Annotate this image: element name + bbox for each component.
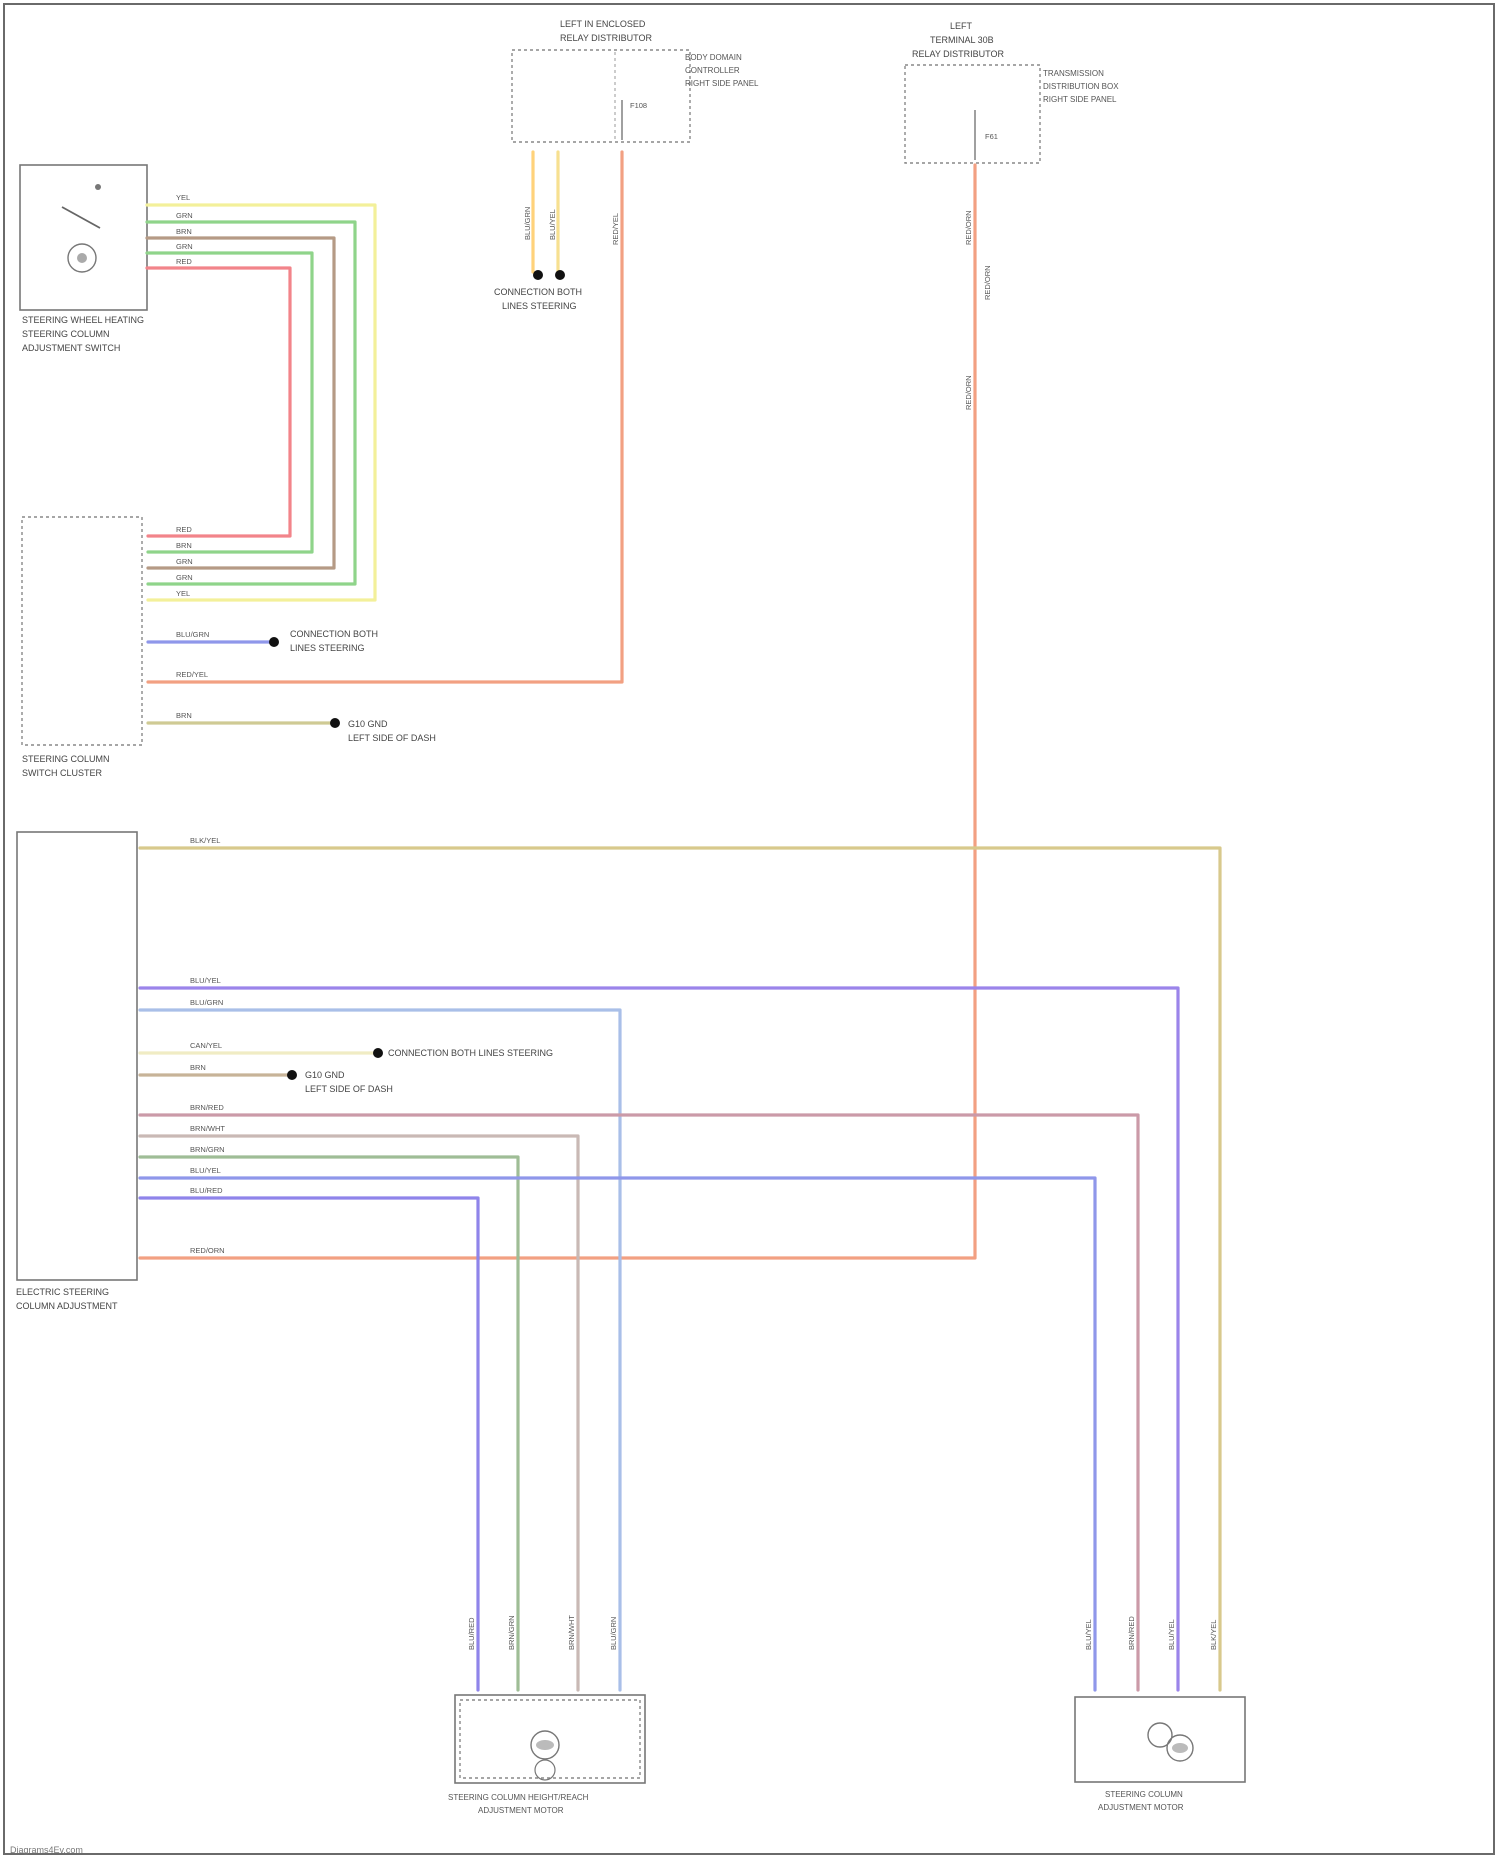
right-relay-side-1: TRANSMISSION: [1043, 69, 1104, 78]
wire-label-sw-4: GRN: [176, 242, 193, 251]
top-relay-label-2: RELAY DISTRIBUTOR: [560, 33, 653, 43]
scs-label-2: SWITCH CLUSTER: [22, 768, 103, 778]
splice-dot-top-2: [555, 270, 565, 280]
wire-label-mr-2: BRN/RED: [1127, 1616, 1136, 1650]
top-relay-side-2: CONTROLLER: [685, 66, 740, 75]
right-motor-label-2: ADJUSTMENT MOTOR: [1098, 1803, 1184, 1812]
wire-label-ecs-9: BLU/GRN: [190, 998, 223, 1007]
wire-label-ecs-8: BLU/YEL: [190, 976, 221, 985]
height-reach-adjustment-motor: STEERING COLUMN HEIGHT/REACH ADJUSTMENT …: [448, 1695, 645, 1815]
wire-label-ml-3: BRN/WHT: [567, 1615, 576, 1650]
wire-ecs-pin16: [140, 1198, 478, 1690]
ground-ecs-can-label: CONNECTION BOTH LINES STEERING: [388, 1048, 553, 1058]
wire-ecs-pin8: [140, 988, 1178, 1690]
wire-ecs-pin14: [140, 1157, 518, 1690]
wire-label-ecs-pwr: RED/ORN: [190, 1246, 225, 1255]
wire-label-ml-1: BLU/RED: [467, 1617, 476, 1650]
wire-label-ecs-1: BLK/YEL: [190, 836, 220, 845]
wire-label-mr-1: BLU/YEL: [1084, 1619, 1093, 1650]
wire-ecs-pin12: [140, 1115, 1138, 1690]
ground-ecs-gnd-label-2: LEFT SIDE OF DASH: [305, 1084, 393, 1094]
ground-dot-scs: [330, 718, 340, 728]
wire-label-right-v3: RED/ORN: [964, 375, 973, 410]
wire-label-ecs-11: BRN: [190, 1063, 206, 1072]
wire-right-power: [140, 165, 975, 1258]
ground-ecs-gnd-label-1: G10 GND: [305, 1070, 345, 1080]
right-relay-label-2: TERMINAL 30B: [930, 35, 994, 45]
wire-label-scs-3: GRN: [176, 557, 193, 566]
steering-wheel-switch: STEERING WHEEL HEATING STEERING COLUMN A…: [20, 165, 147, 353]
wire-label-right-v1: RED/ORN: [964, 210, 973, 245]
right-relay-side-3: RIGHT SIDE PANEL: [1043, 95, 1117, 104]
scs-label-1: STEERING COLUMN: [22, 754, 110, 764]
wire-switch-green-2: [147, 253, 312, 552]
splice-dot-top-1: [533, 270, 543, 280]
wire-label-ml-4: BLU/GRN: [609, 1617, 618, 1650]
wire-label-ecs-14: BRN/GRN: [190, 1145, 225, 1154]
ground-top-label-1: CONNECTION BOTH: [494, 287, 582, 297]
wire-label-ecs-16: BLU/RED: [190, 1186, 223, 1195]
wire-ecs-pin13: [140, 1136, 578, 1690]
steering-column-switch-cluster: STEERING COLUMN SWITCH CLUSTER: [22, 517, 142, 778]
wire-label-ecs-12: BRN/RED: [190, 1103, 224, 1112]
wire-label-mr-4: BLK/YEL: [1209, 1620, 1218, 1650]
wire-label-scs-5: YEL: [176, 589, 190, 598]
ground-dot-ecs: [287, 1070, 297, 1080]
switch-label-1: STEERING WHEEL HEATING: [22, 315, 144, 325]
right-relay-distributor: LEFT TERMINAL 30B RELAY DISTRIBUTOR TRAN…: [905, 21, 1119, 163]
wire-label-sw-3: BRN: [176, 227, 192, 236]
splice-dot-ecs-can: [373, 1048, 383, 1058]
right-motor-label-1: STEERING COLUMN: [1105, 1790, 1183, 1799]
switch-label-3: ADJUSTMENT SWITCH: [22, 343, 120, 353]
wire-label-top-v3: RED/YEL: [611, 213, 620, 245]
ground-top-label-2: LINES STEERING: [502, 301, 577, 311]
top-relay-side-3: RIGHT SIDE PANEL: [685, 79, 759, 88]
wire-label-ml-2: BRN/GRN: [507, 1615, 516, 1650]
right-relay-side-2: DISTRIBUTION BOX: [1043, 82, 1119, 91]
wire-ecs-pin15: [140, 1178, 1095, 1690]
column-adjustment-motor: STEERING COLUMN ADJUSTMENT MOTOR: [1075, 1697, 1245, 1812]
ecs-label-1: ELECTRIC STEERING: [16, 1287, 109, 1297]
wire-label-scs-2: BRN: [176, 541, 192, 550]
ecs-label-2: COLUMN ADJUSTMENT: [16, 1301, 118, 1311]
wire-label-scs-can: BLU/GRN: [176, 630, 209, 639]
ground-scs-gnd-label-1: G10 GND: [348, 719, 388, 729]
wire-label-scs-4: GRN: [176, 573, 193, 582]
right-relay-label-3: RELAY DISTRIBUTOR: [912, 49, 1005, 59]
wire-label-top-v2: BLU/YEL: [548, 209, 557, 240]
wire-label-ecs-10: CAN/YEL: [190, 1041, 222, 1050]
wire-label-sw-5: RED: [176, 257, 192, 266]
watermark: Diagrams4Ev.com: [10, 1845, 83, 1855]
wire-label-ecs-15: BLU/YEL: [190, 1166, 221, 1175]
wire-label-scs-gnd: BRN: [176, 711, 192, 720]
top-relay-label-1: LEFT IN ENCLOSED: [560, 19, 646, 29]
wire-label-mr-3: BLU/YEL: [1167, 1619, 1176, 1650]
wire-label-right-v2: RED/ORN: [983, 265, 992, 300]
top-relay-side-1: BODY DOMAIN: [685, 53, 742, 62]
left-motor-label-2: ADJUSTMENT MOTOR: [478, 1806, 564, 1815]
ground-scs-gnd-label-2: LEFT SIDE OF DASH: [348, 733, 436, 743]
left-motor-label-1: STEERING COLUMN HEIGHT/REACH: [448, 1793, 589, 1802]
wire-ecs-pin9: [140, 1010, 620, 1690]
right-relay-label-1: LEFT: [950, 21, 973, 31]
right-fuse-label: F61: [985, 132, 998, 141]
wire-label-scs-pwr: RED/YEL: [176, 670, 208, 679]
top-relay-distributor: LEFT IN ENCLOSED RELAY DISTRIBUTOR BODY …: [512, 19, 759, 142]
splice-dot-scs-can: [269, 637, 279, 647]
electric-steering-column-module: ELECTRIC STEERING COLUMN ADJUSTMENT: [16, 832, 137, 1311]
wire-label-sw-2: GRN: [176, 211, 193, 220]
wire-label-sw-1: YEL: [176, 193, 190, 202]
ground-scs-can-label-1: CONNECTION BOTH: [290, 629, 378, 639]
wire-label-top-v1: BLU/GRN: [523, 207, 532, 240]
top-fuse-label: F108: [630, 101, 647, 110]
wire-label-scs-1: RED: [176, 525, 192, 534]
wire-switch-brown: [147, 238, 334, 568]
wire-ecs-pin1: [140, 848, 1220, 1690]
wire-label-ecs-13: BRN/WHT: [190, 1124, 225, 1133]
switch-label-2: STEERING COLUMN: [22, 329, 110, 339]
wire-switch-red: [147, 268, 290, 536]
ground-scs-can-label-2: LINES STEERING: [290, 643, 365, 653]
